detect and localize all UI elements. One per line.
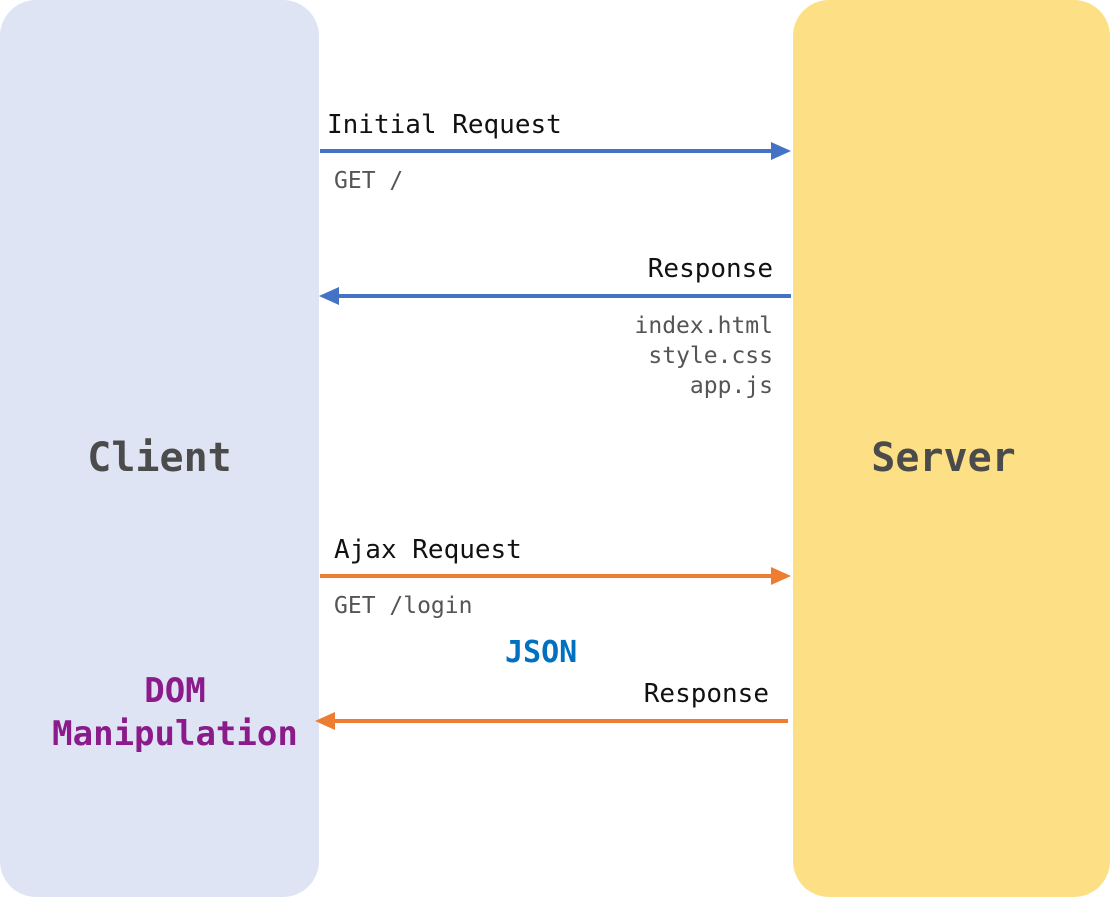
ajax-response-label: Response bbox=[643, 679, 769, 709]
client-panel: Client bbox=[0, 0, 319, 897]
json-payload-label: JSON bbox=[505, 635, 578, 670]
dom-manipulation-line2: Manipulation bbox=[52, 714, 298, 754]
response-file-style: style.css bbox=[648, 343, 773, 369]
client-title: Client bbox=[87, 435, 232, 481]
initial-request-label: Initial Request bbox=[327, 110, 562, 140]
server-panel: Server bbox=[793, 0, 1110, 897]
initial-response-label: Response bbox=[647, 254, 773, 284]
response-file-index: index.html bbox=[634, 313, 773, 339]
ajax-request-label: Ajax Request bbox=[334, 535, 522, 565]
ajax-request-detail: GET /login bbox=[334, 593, 473, 619]
initial-request-detail: GET / bbox=[334, 168, 404, 194]
dom-manipulation-label: DOM Manipulation bbox=[30, 670, 320, 756]
ajax-response-arrow bbox=[315, 712, 788, 730]
ajax-request-arrow bbox=[320, 567, 791, 585]
initial-request-arrow bbox=[320, 142, 791, 160]
response-file-app: app.js bbox=[689, 373, 773, 399]
initial-response-arrow bbox=[319, 287, 791, 305]
server-title: Server bbox=[871, 435, 1016, 481]
dom-manipulation-line1: DOM bbox=[144, 671, 206, 711]
